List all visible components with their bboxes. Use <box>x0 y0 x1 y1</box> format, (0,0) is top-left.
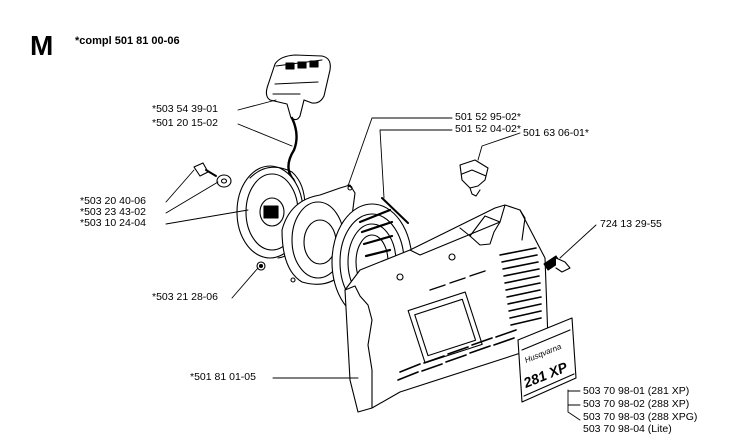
part-number-screw-small: *503 20 40-06 <box>80 195 146 207</box>
knob-drawing <box>459 159 489 197</box>
part-number-starter-cover: *501 81 01-05 <box>190 371 256 383</box>
part-number-rope: *501 20 15-02 <box>152 117 218 129</box>
starter-cover-drawing <box>344 204 549 413</box>
section-letter: M <box>30 30 54 61</box>
screw-right-drawing <box>543 255 571 273</box>
part-number-knob: 501 63 06-01* <box>523 127 589 139</box>
decal-variant-3: 503 70 98-03 (288 XPG) <box>583 411 698 423</box>
decal-variant-2: 503 70 98-02 (288 XP) <box>583 398 690 410</box>
starter-handle-drawing <box>265 54 331 121</box>
leader-lines <box>165 99 597 421</box>
part-number-washer: *503 23 43-02 <box>80 206 146 218</box>
part-number-spring-a: 501 52 95-02* <box>455 111 521 123</box>
decal-drawing <box>517 317 577 403</box>
part-number-spring-b: 501 52 04-02* <box>455 123 521 135</box>
assembly-number: *compl 501 81 00-06 <box>75 35 180 47</box>
decal-variant-1: 503 70 98-01 (281 XP) <box>583 385 690 397</box>
part-number-pin: *503 21 28-06 <box>152 291 218 303</box>
part-number-pulley: *503 10 24-04 <box>80 217 146 229</box>
part-number-screw-right: 724 13 29-55 <box>600 218 662 230</box>
screw-washer-drawing <box>193 162 232 188</box>
decal-variant-4: 503 70 98-04 (Lite) <box>583 423 672 435</box>
part-number-handle: *503 54 39-01 <box>152 103 218 115</box>
pin-drawing <box>256 261 266 271</box>
